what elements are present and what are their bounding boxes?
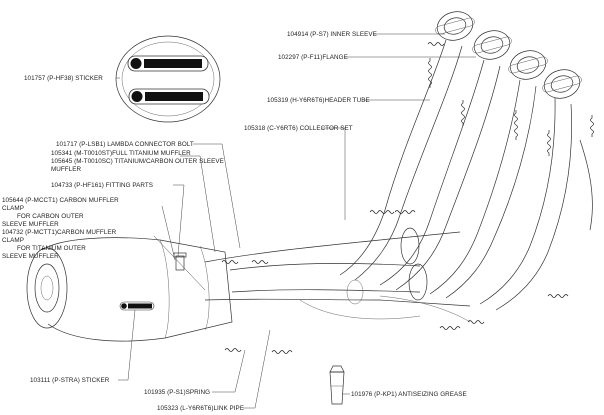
label-grease: 101976 (P-KP1) ANTISEIZING GREASE [351,391,467,398]
label-tc-sleeve-2: MUFFLER [51,166,82,173]
akrapovic-logo-icon [119,301,155,311]
flange-icon [435,11,582,99]
sticker-hf38-icon [115,35,221,123]
label-carbon-clamp: 105644 (P-MCCT1) CARBON MUFFLER [2,197,119,204]
label-tc-sleeve: 105645 (M-T0010SC) TITANIUM/CARBON OUTER… [51,158,224,165]
lambda-bolt-icon [173,252,187,271]
label-ti-clamp-2: CLAMP [2,237,24,244]
label-carbon-clamp-3: FOR CARBON OUTER [17,213,84,220]
label-ti-clamp-4: SLEEVE MUFFLER [2,253,59,260]
label-carbon-clamp-4: SLEEVE MUFFLER [2,221,59,228]
leader-lines [116,33,476,409]
label-carbon-clamp-2: CLAMP [2,205,24,212]
collector-body [204,227,471,323]
label-ti-muffler: 105341 (M-T0010ST)FULL TITANIUM MUFFLER [51,150,191,157]
label-collector-set: 105318 (C-Y6RT6) COLLECTOR SET [244,125,353,132]
label-ti-clamp-3: FOR TITANIUM OUTER [17,245,86,252]
label-spring: 101935 (P-S1)SPRING [144,389,211,396]
label-inner-sleeve: 104914 (P-S7) INNER SLEEVE [287,31,377,38]
label-flange: 102297 (P-F11)FLANGE [278,54,348,61]
label-header-tube: 105319 (H-Y6R6T6)HEADER TUBE [267,97,370,104]
spring-icon [221,42,594,354]
label-sticker-hf38: 101757 (P-HF38) STICKER [24,75,103,82]
label-lambda-bolt: 101717 (P-LSB1) LAMBDA CONNECTOR BOLT [56,141,194,148]
grease-tube-icon [329,365,345,405]
label-fitting-parts: 104733 (P-HF161) FITTING PARTS [51,182,154,189]
header-tubes [339,39,593,311]
label-sticker-stra: 103111 (P-STRA) STICKER [30,377,110,384]
muffler [26,237,233,342]
akrapovic-logo-icon [127,55,210,105]
label-ti-clamp: 104732 (P-MCTT1)CARBON MUFFLER [2,229,117,236]
label-link-pipe: 105323 (L-Y6R6T6)LINK PIPE [157,405,245,412]
